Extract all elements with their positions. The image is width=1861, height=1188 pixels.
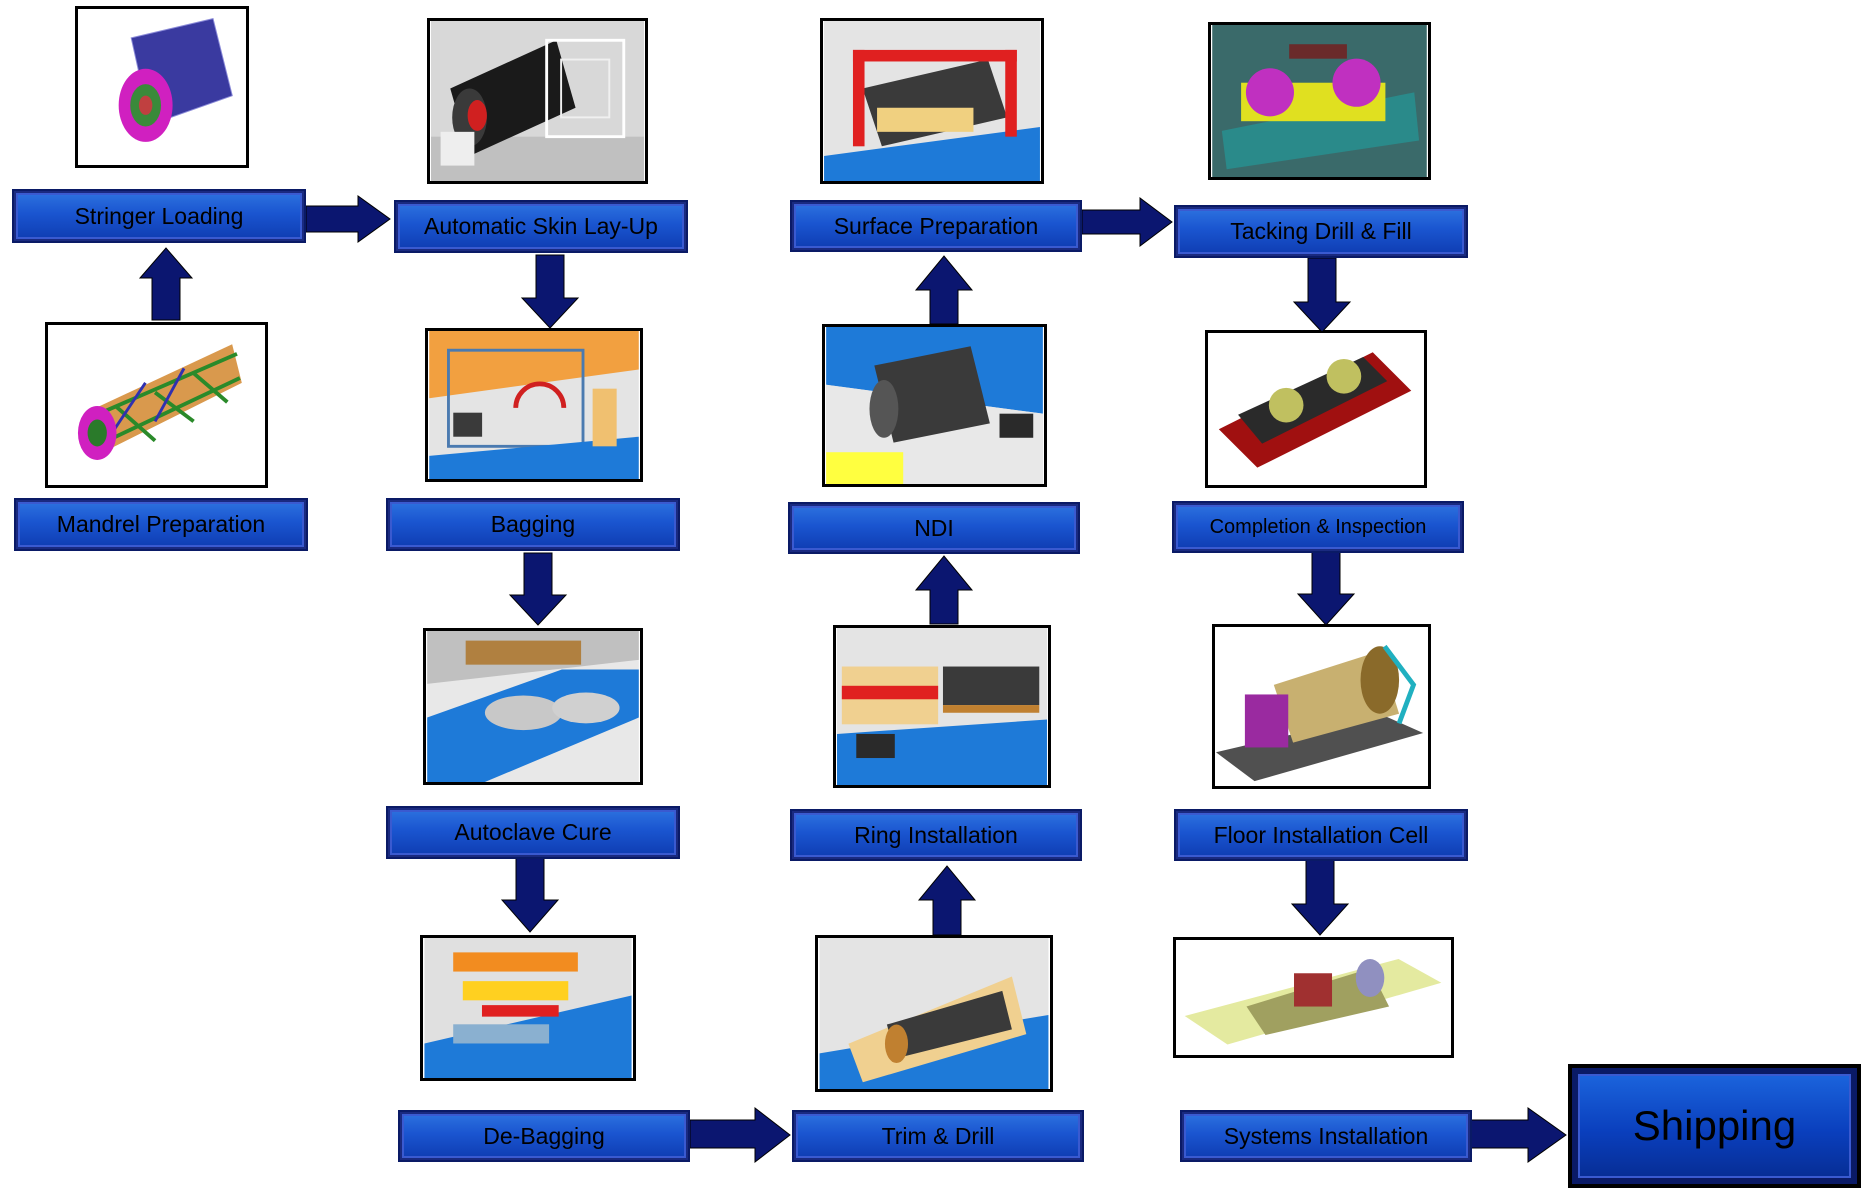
step-autoclave-cure: Autoclave Cure xyxy=(386,806,680,859)
autoclave-cure-illustration xyxy=(423,628,643,785)
step-trim-drill: Trim & Drill xyxy=(792,1110,1084,1162)
arrow-debagging-to-trim xyxy=(689,1106,791,1164)
de-bagging-illustration xyxy=(420,935,636,1081)
trim-drill-illustration xyxy=(815,935,1053,1092)
step-stringer-loading: Stringer Loading xyxy=(12,189,306,243)
step-ring-installation: Ring Installation xyxy=(790,809,1082,861)
arrow-autoclave-to-debagging xyxy=(500,857,560,933)
step-surface-preparation: Surface Preparation xyxy=(790,200,1082,252)
bagging-illustration xyxy=(425,328,643,482)
arrow-ndi-to-surface xyxy=(914,255,974,325)
step-systems-installation: Systems Installation xyxy=(1180,1110,1472,1162)
step-shipping: Shipping xyxy=(1568,1064,1861,1188)
completion-inspection-illustration xyxy=(1205,330,1427,488)
arrow-completion-to-floor xyxy=(1296,551,1356,626)
surface-preparation-illustration xyxy=(820,18,1044,184)
step-completion-inspection: Completion & Inspection xyxy=(1172,501,1464,553)
arrow-ring-to-ndi xyxy=(914,555,974,625)
step-automatic-skin-layup: Automatic Skin Lay-Up xyxy=(394,200,688,253)
step-floor-installation-cell: Floor Installation Cell xyxy=(1174,809,1468,861)
step-tacking-drill-fill: Tacking Drill & Fill xyxy=(1174,205,1468,258)
arrow-mandrel-to-stringer xyxy=(138,247,194,321)
arrow-systems-to-shipping xyxy=(1469,1107,1567,1163)
systems-installation-illustration xyxy=(1173,937,1454,1058)
arrow-skin-to-bagging xyxy=(520,254,580,329)
step-ndi: NDI xyxy=(788,502,1080,554)
step-bagging: Bagging xyxy=(386,498,680,551)
arrow-surface-to-tacking xyxy=(1081,197,1173,247)
stringer-loading-illustration xyxy=(75,6,249,168)
step-de-bagging: De-Bagging xyxy=(398,1110,690,1162)
floor-installation-cell-illustration xyxy=(1212,624,1431,789)
ndi-illustration xyxy=(822,324,1047,487)
tacking-drill-fill-illustration xyxy=(1208,22,1431,180)
arrow-bagging-to-autoclave xyxy=(508,552,568,626)
step-mandrel-preparation: Mandrel Preparation xyxy=(14,498,308,551)
ring-installation-illustration xyxy=(833,625,1051,788)
arrow-trim-to-ring xyxy=(917,865,977,936)
arrow-tacking-to-completion xyxy=(1292,257,1352,333)
arrow-floor-to-systems xyxy=(1290,859,1350,936)
mandrel-preparation-illustration xyxy=(45,322,268,488)
automatic-skin-layup-illustration xyxy=(427,18,648,184)
arrow-stringer-to-skin xyxy=(305,195,391,243)
